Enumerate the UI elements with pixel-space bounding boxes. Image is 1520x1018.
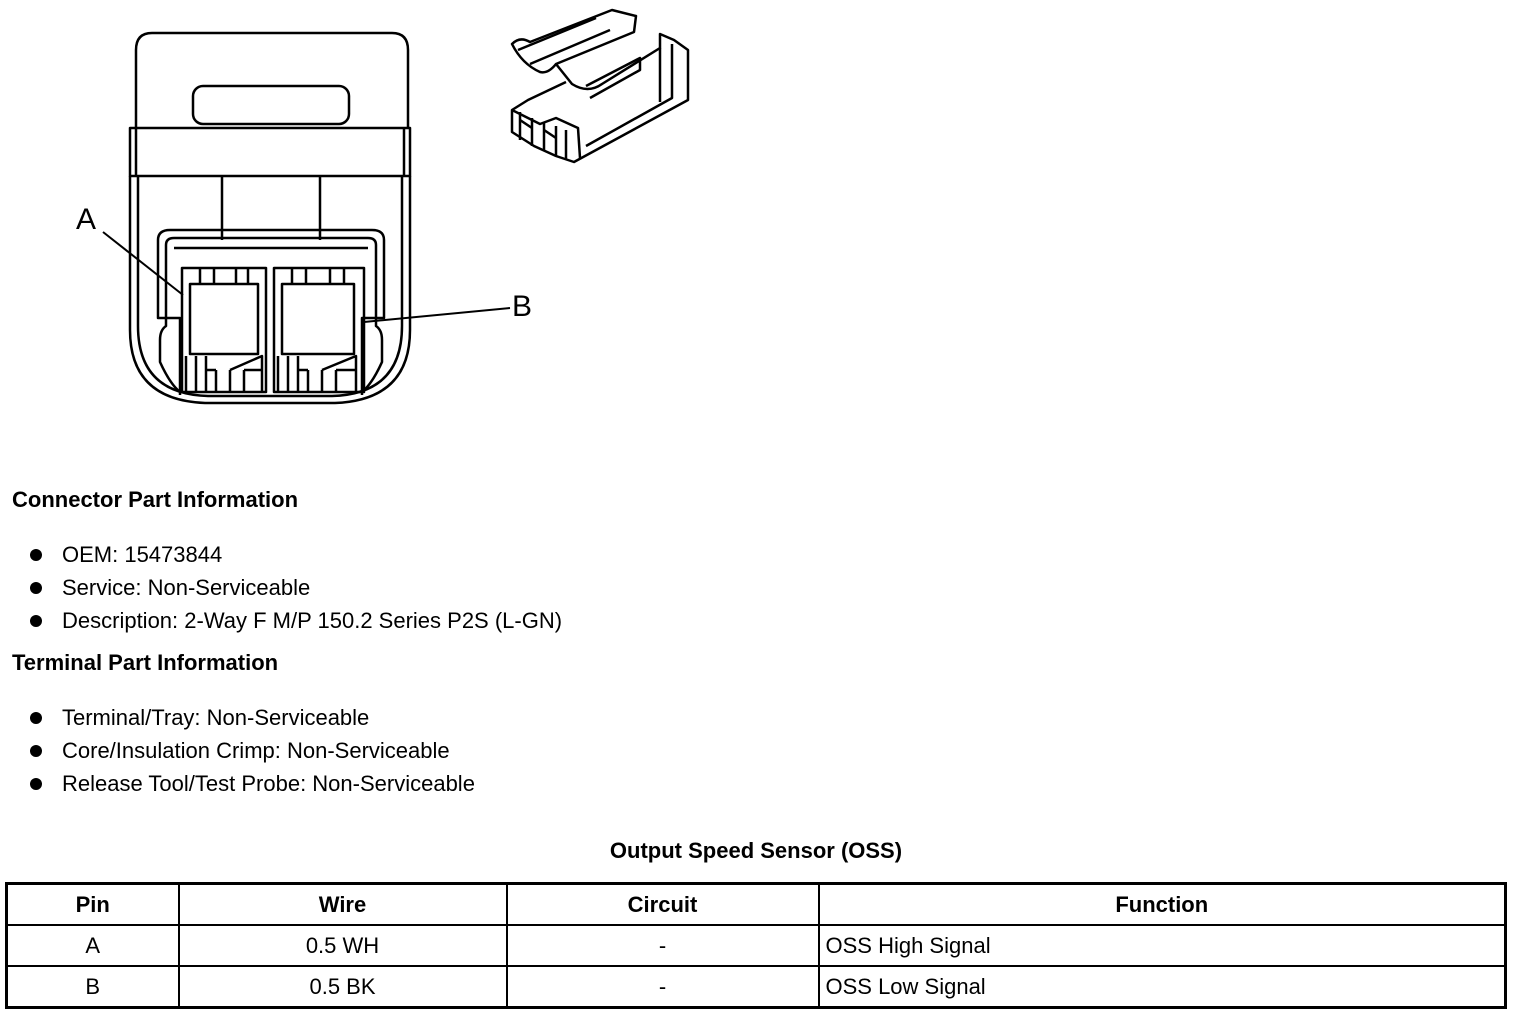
list-item: Core/Insulation Crimp: Non-Serviceable <box>26 734 475 767</box>
table-header-row: Pin Wire Circuit Function <box>5 882 1507 926</box>
list-item-text: Terminal/Tray: Non-Serviceable <box>62 705 370 730</box>
bullet-icon <box>30 614 42 627</box>
connector-body-outline <box>134 31 410 128</box>
connector-illustration <box>102 8 690 405</box>
list-item: OEM: 15473844 <box>26 538 562 571</box>
table-row: B 0.5 BK - OSS Low Signal <box>5 965 1507 1009</box>
bullet-icon <box>30 711 42 724</box>
cell-circuit: - <box>505 965 820 1009</box>
cell-function: OSS Low Signal <box>817 965 1507 1009</box>
cell-wire: 0.5 BK <box>177 965 508 1009</box>
list-item-text: Service: Non-Serviceable <box>62 575 311 600</box>
cell-pin: B <box>5 965 180 1009</box>
column-header-function: Function <box>817 882 1507 926</box>
cell-function: OSS High Signal <box>817 924 1507 967</box>
list-item-text: Description: 2-Way F M/P 150.2 Series P2… <box>62 608 563 633</box>
column-header-pin: Pin <box>5 882 180 926</box>
tpa-lock-illustration <box>510 8 690 164</box>
list-item-text: OEM: 15473844 <box>62 542 223 567</box>
column-header-circuit: Circuit <box>505 882 820 926</box>
list-item-text: Core/Insulation Crimp: Non-Serviceable <box>62 738 450 763</box>
terminal-part-list: Terminal/Tray: Non-Serviceable Core/Insu… <box>26 701 475 800</box>
list-item: Service: Non-Serviceable <box>26 571 562 604</box>
list-item: Release Tool/Test Probe: Non-Serviceable <box>26 767 475 800</box>
pin-table: Pin Wire Circuit Function A 0.5 WH - OSS… <box>5 882 1507 1009</box>
column-header-wire: Wire <box>177 882 508 926</box>
bullet-icon <box>30 744 42 757</box>
latch-slot <box>191 84 351 126</box>
bullet-icon <box>30 581 42 594</box>
table-title: Output Speed Sensor (OSS) <box>609 838 903 863</box>
list-item: Terminal/Tray: Non-Serviceable <box>26 701 475 734</box>
cell-wire: 0.5 WH <box>177 924 508 967</box>
list-item: Description: 2-Way F M/P 150.2 Series P2… <box>26 604 562 637</box>
callout-b: B <box>512 290 533 323</box>
bullet-icon <box>30 548 42 561</box>
bullet-icon <box>30 777 42 790</box>
table-row: A 0.5 WH - OSS High Signal <box>5 924 1507 967</box>
connector-part-list: OEM: 15473844 Service: Non-Serviceable D… <box>26 538 562 637</box>
callout-a: A <box>76 203 97 236</box>
connector-part-heading: Connector Part Information <box>12 487 299 512</box>
terminal-part-heading: Terminal Part Information <box>12 650 279 675</box>
list-item-text: Release Tool/Test Probe: Non-Serviceable <box>62 771 475 796</box>
cell-pin: A <box>5 924 180 967</box>
cell-circuit: - <box>505 924 820 967</box>
